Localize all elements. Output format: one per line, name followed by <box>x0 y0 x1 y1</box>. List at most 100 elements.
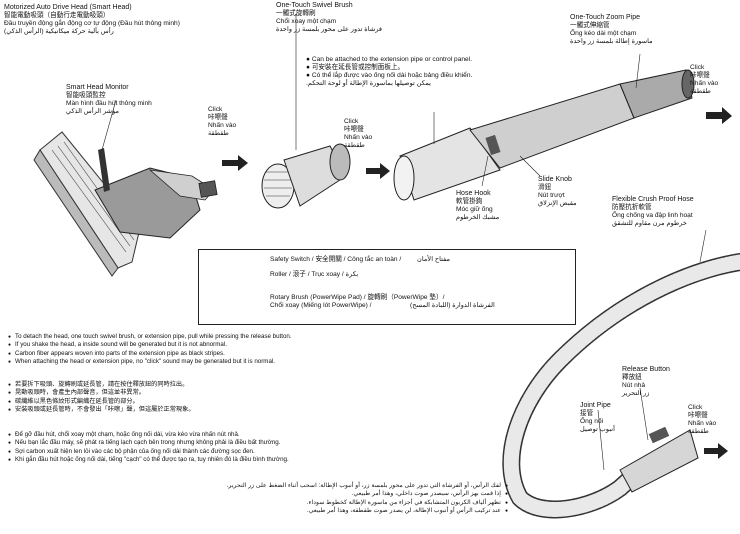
rotary-brush-ar: الفرشاة الدوارة (اللبادة المسح) <box>410 302 495 309</box>
click-zh: 咔嚓聲 <box>688 412 716 420</box>
note-vi-4: Khi gắn đầu hút hoặc ống nối dài, tiếng … <box>8 456 289 464</box>
monitor-vi: Màn hình đầu hút thông minh <box>66 100 152 108</box>
joint-pipe-label: Joint Pipe 接管 Ống nối أنبوب توصيل <box>580 402 615 434</box>
safety-switch-label: Safety Switch / 安全開關 / Công tắc an toàn … <box>270 256 450 264</box>
click-zh: 咔嚓聲 <box>344 126 372 134</box>
smart-head-illustration <box>34 132 217 276</box>
click-ar: طقطقة <box>688 428 716 436</box>
slide-knob-vi: Nút trượt <box>538 192 577 200</box>
click-en: Click <box>208 106 236 114</box>
click-label-1: Click 咔嚓聲 Nhấn vào طقطقة <box>208 106 236 138</box>
head-label: Motorized Auto Drive Head (Smart Head) 智… <box>4 4 180 36</box>
swivel-brush-illustration <box>262 144 350 208</box>
click-zh: 咔嚓聲 <box>690 72 718 80</box>
swivel-title: One-Touch Swivel Brush <box>276 2 382 10</box>
slide-knob-en: Slide Knob <box>538 176 577 184</box>
click-en: Click <box>688 404 716 412</box>
note-ar-4: عند تركيب الرأس أو أنبوب الإطالة، لن يصد… <box>227 507 508 515</box>
hose-title: Flexible Crush Proof Hose <box>612 196 694 204</box>
hose-hook-label: Hose Hook 軟管掛鉤 Móc giữ ống مشبك الخرطوم <box>456 190 499 222</box>
note-en-3: Carbon fiber appears woven into parts of… <box>8 350 292 358</box>
click-label-3: Click 咔嚓聲 Nhấn vào طقطقة <box>690 64 718 96</box>
hose-label: Flexible Crush Proof Hose 防壓抗折軟管 Ống chố… <box>612 196 694 228</box>
arrow-icon <box>704 443 728 459</box>
zoom-title: One-Touch Zoom Pipe <box>570 14 653 22</box>
swivel-note-3: ● Có thể lắp được vào ống nối dài hoặc b… <box>306 72 472 80</box>
zoom-zh: 一觸式伸縮管 <box>570 22 653 30</box>
notes-vietnamese: Để gỡ đầu hút, chổi xoay một chạm, hoặc … <box>8 431 289 465</box>
slide-knob-zh: 滑鈕 <box>538 184 577 192</box>
click-label-4: Click 咔嚓聲 Nhấn vào طقطقة <box>688 404 716 436</box>
notes-english: To detach the head, one touch swivel bru… <box>8 333 292 367</box>
head-title-ar: رأس بآلية حركة ميكانيكية (الرأس الذكي) <box>4 28 180 36</box>
release-button-en: Release Button <box>622 366 670 374</box>
hose-ar: خرطوم مرن مقاوم للتشقق <box>612 220 694 228</box>
hose-zh: 防壓抗折軟管 <box>612 204 694 212</box>
monitor-zh: 智能吸頭監控 <box>66 92 152 100</box>
swivel-note-2: ● 可安裝在延長管或控制面板上。 <box>306 64 472 72</box>
note-en-1: To detach the head, one touch swivel bru… <box>8 333 292 341</box>
release-button-ar: زر التحرير <box>622 390 670 398</box>
notes-chinese: 若要拆下吸頭、旋轉刷或延長管，請在按住釋放鈕的同時拉出。 晃動吸頭時，會產生內部… <box>8 381 194 415</box>
joint-pipe-vi: Ống nối <box>580 418 615 426</box>
zoom-ar: ماسورة إطالة بلمسة زر واحدة <box>570 38 653 46</box>
monitor-ar: مؤشر الرأس الذكي <box>66 108 152 116</box>
click-label-2: Click 咔嚓聲 Nhấn vào طقطقة <box>344 118 372 150</box>
joint-pipe-zh: 接管 <box>580 410 615 418</box>
swivel-note-1: ● Can be attached to the extension pipe … <box>306 56 472 64</box>
release-button-zh: 釋放鈕 <box>622 374 670 382</box>
note-zh-4: 安裝吸頭或延長管時，不會發出「咔嚓」聲，但這屬於正常現象。 <box>8 406 194 414</box>
monitor-label: Smart Head Monitor 智能吸頭監控 Màn hình đầu h… <box>66 84 152 116</box>
monitor-title: Smart Head Monitor <box>66 84 152 92</box>
click-zh: 咔嚓聲 <box>208 114 236 122</box>
roller-ar: بكرة <box>346 271 359 278</box>
note-vi-3: Sợi carbon xuất hiện len lỏi vào các bộ … <box>8 448 289 456</box>
hose-hook-zh: 軟管掛鉤 <box>456 198 499 206</box>
swivel-zh: 一觸式旋轉刷 <box>276 10 382 18</box>
roller-label: Roller / 滾子 / Trục xoay / بكرة <box>270 271 358 279</box>
head-title: Motorized Auto Drive Head (Smart Head) <box>4 4 180 12</box>
swivel-ar: فرشاة تدور على محور بلمسة زر واحدة <box>276 26 382 34</box>
hose-vi: Ống chống va đập linh hoạt <box>612 212 694 220</box>
slide-knob-label: Slide Knob 滑鈕 Nút trượt مقبض الإنزلاق <box>538 176 577 208</box>
note-zh-3: 碳纖維以黑色條紋形式編織在延長管的部分。 <box>8 398 194 406</box>
click-en: Click <box>690 64 718 72</box>
click-vi: Nhấn vào <box>690 80 718 88</box>
click-vi: Nhấn vào <box>344 134 372 142</box>
click-vi: Nhấn vào <box>208 122 236 130</box>
release-button-vi: Nút nhả <box>622 382 670 390</box>
rotary-brush-text: Rotary Brush (PowerWipe Pad) / 旋轉刷（Power… <box>270 294 444 302</box>
click-vi: Nhấn vào <box>688 420 716 428</box>
click-ar: طقطقة <box>344 142 372 150</box>
swivel-label: One-Touch Swivel Brush 一觸式旋轉刷 Chổi xoay … <box>276 2 382 34</box>
swivel-notes: ● Can be attached to the extension pipe … <box>306 56 472 88</box>
release-button-label: Release Button 釋放鈕 Nút nhả زر التحرير <box>622 366 670 398</box>
hose-hook-ar: مشبك الخرطوم <box>456 214 499 222</box>
note-zh-2: 晃動吸頭時，會產生內部聲音，但這並非異常。 <box>8 389 194 397</box>
arrow-icon <box>366 163 390 179</box>
safety-switch-ar: مفتاح الأمان <box>417 256 450 263</box>
zoom-label: One-Touch Zoom Pipe 一觸式伸縮管 Ống kéo dài m… <box>570 14 653 46</box>
arrow-icon <box>706 107 732 124</box>
safety-switch-text: Safety Switch / 安全開關 / Công tắc an toàn … <box>270 256 401 263</box>
note-vi-2: Nếu bạn lắc đầu máy, sẽ phát ra tiếng lạ… <box>8 439 289 447</box>
zoom-vi: Ống kéo dài một chạm <box>570 30 653 38</box>
click-ar: طقطقة <box>690 88 718 96</box>
note-en-2: If you shake the head, a inside sound wi… <box>8 341 292 349</box>
notes-arabic: لفك الرأس، أو الفرشاة التي تدور على محور… <box>227 482 508 516</box>
swivel-vi: Chổi xoay một chạm <box>276 18 382 26</box>
head-title-vi: Đầu truyền động gắn động cơ tự động (Đầu… <box>4 20 180 28</box>
joint-pipe-en: Joint Pipe <box>580 402 615 410</box>
hose-hook-en: Hose Hook <box>456 190 499 198</box>
joint-pipe-ar: أنبوب توصيل <box>580 426 615 434</box>
hose-hook-vi: Móc giữ ống <box>456 206 499 214</box>
note-ar-3: تظهر ألياف الكربون المتشابكة في أجزاء من… <box>227 499 508 507</box>
swivel-note-ar: يمكن توصيلها بماسورة الإطالة أو لوحة الت… <box>306 80 472 88</box>
arrow-icon <box>222 155 248 171</box>
click-ar: طقطقة <box>208 130 236 138</box>
note-vi-1: Để gỡ đầu hút, chổi xoay một chạm, hoặc … <box>8 431 289 439</box>
rotary-brush-ar-label: الفرشاة الدوارة (اللبادة المسح) <box>410 302 495 310</box>
click-en: Click <box>344 118 372 126</box>
slide-knob-ar: مقبض الإنزلاق <box>538 200 577 208</box>
note-en-4: When attaching the head or extension pip… <box>8 358 292 366</box>
